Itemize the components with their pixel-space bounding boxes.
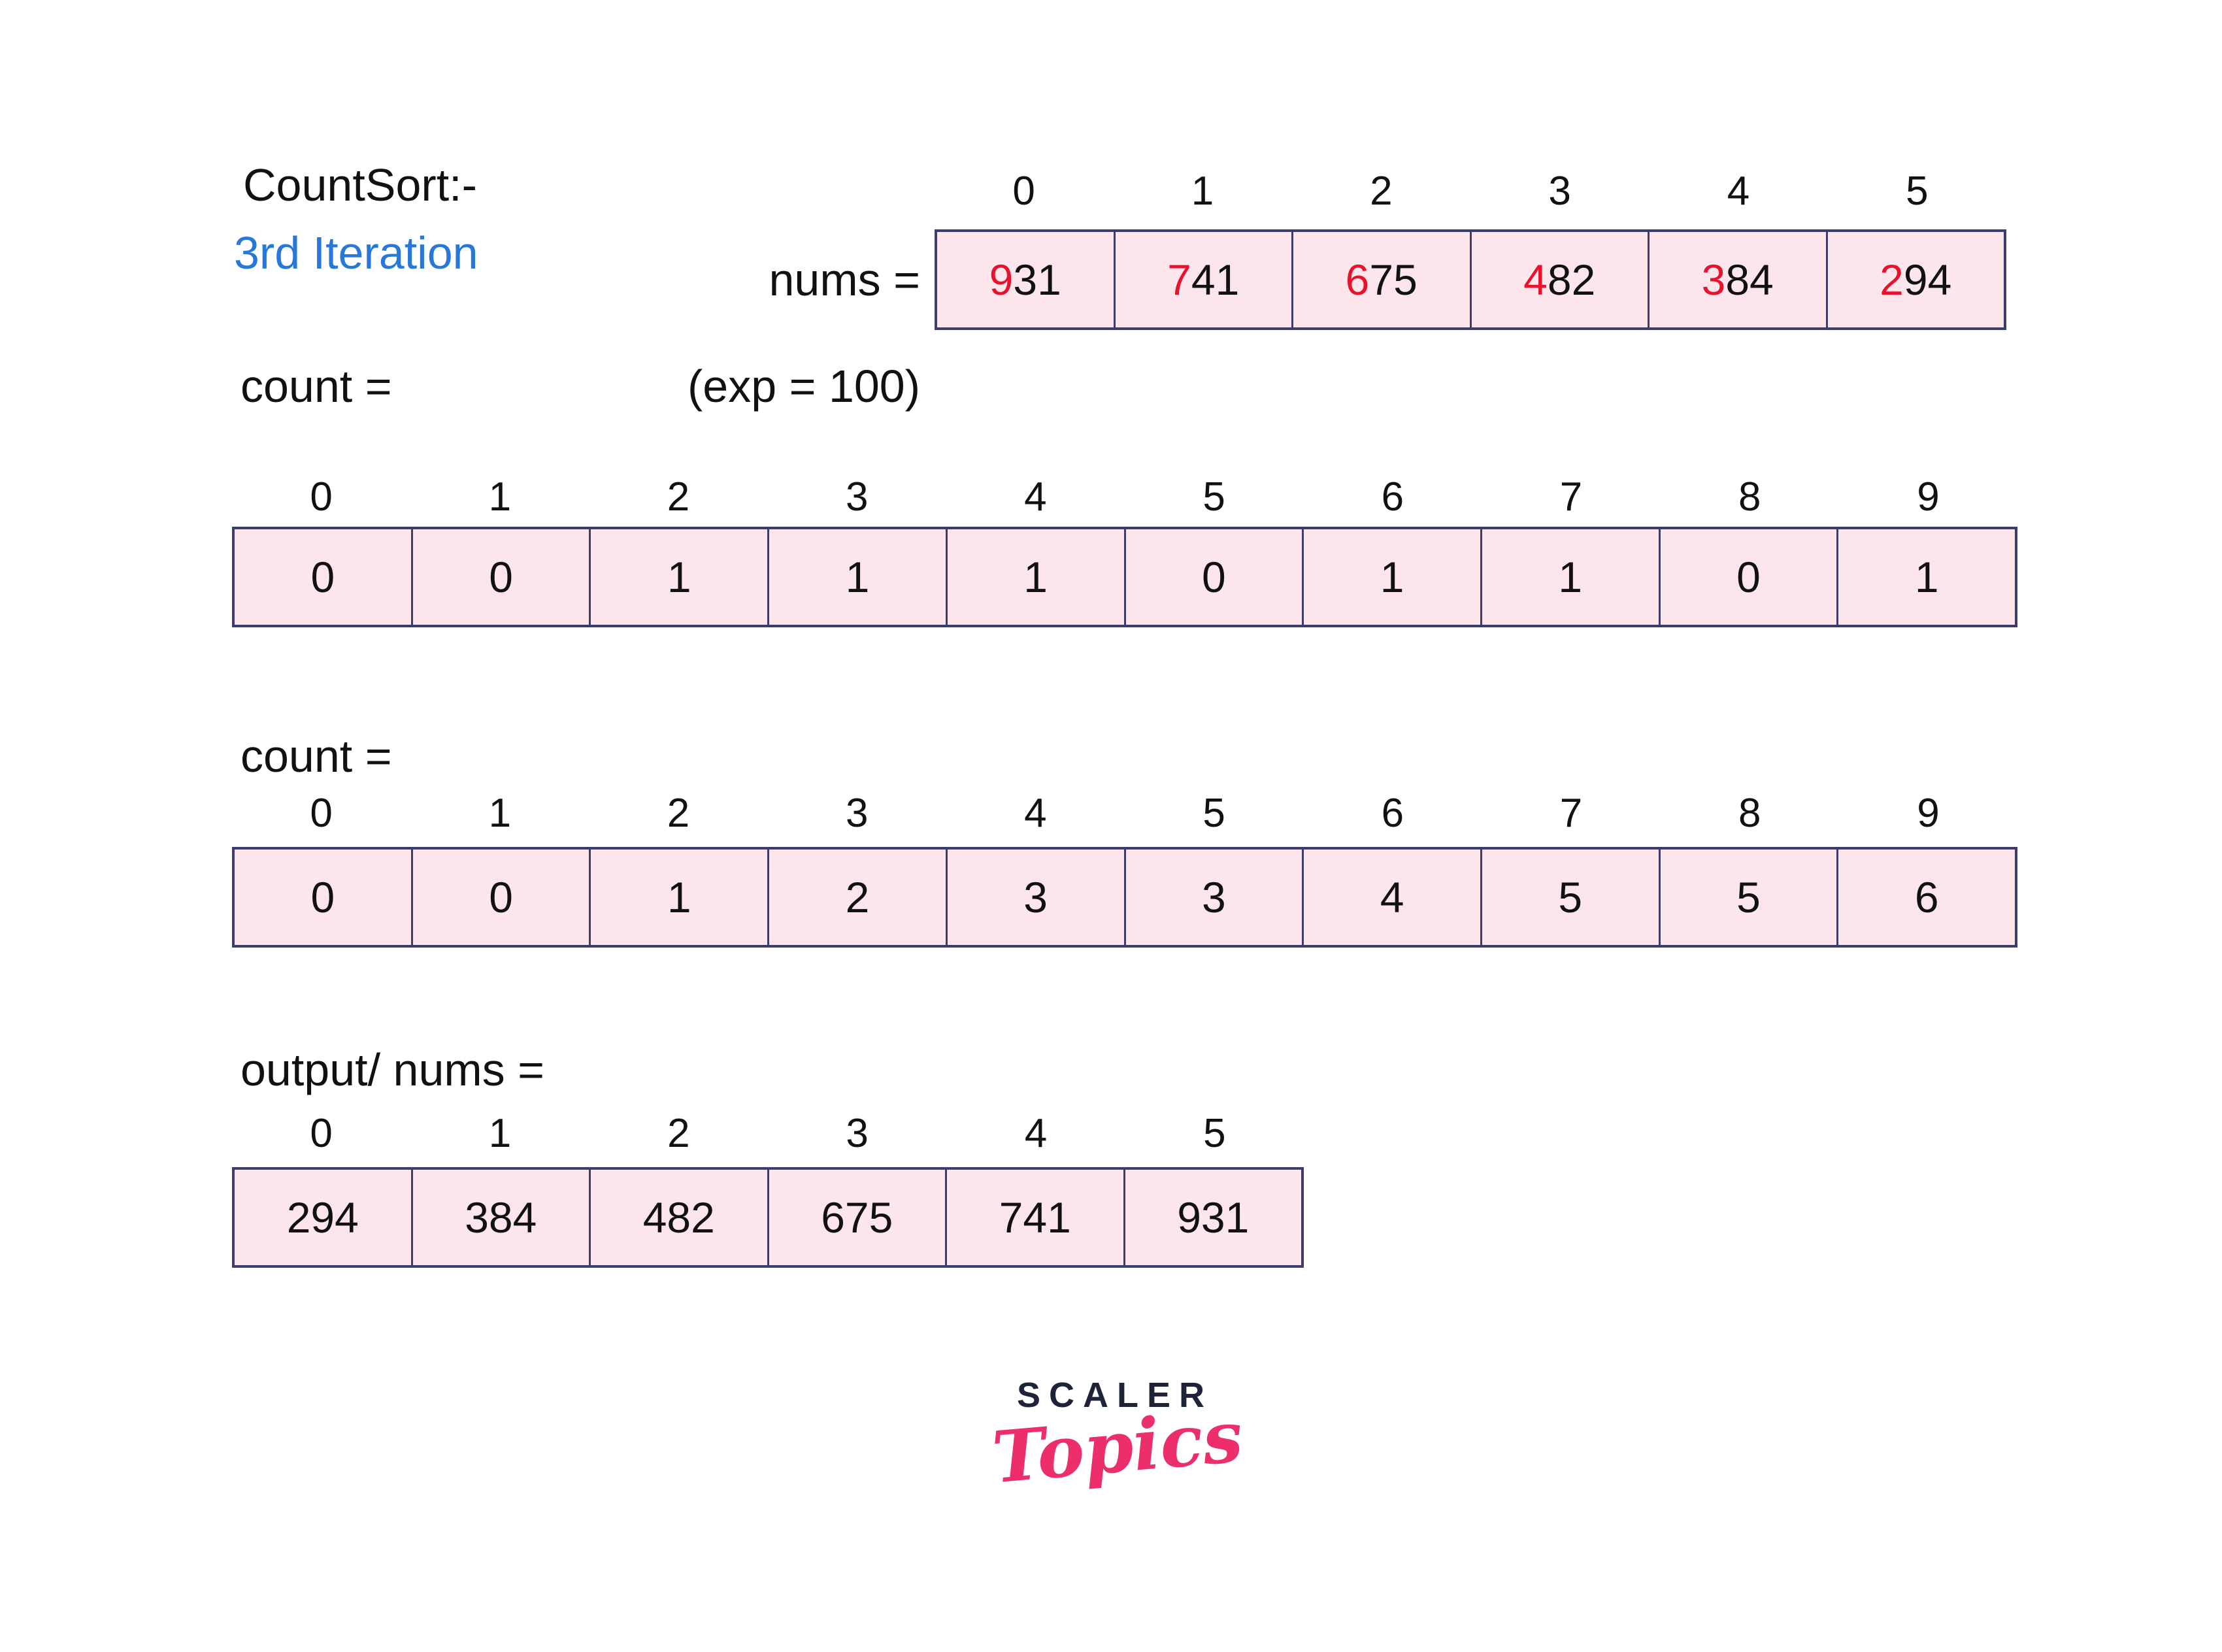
output-index: 5 [1203,1111,1226,1156]
count2-cell: 3 [1123,850,1302,945]
count1-index-row: 0 1 2 3 4 5 6 7 8 9 [232,469,2017,525]
output-cell: 384 [410,1170,589,1265]
count1-array: 0 0 1 1 1 0 1 1 0 1 [232,527,2017,627]
count1-index: 2 [667,474,690,520]
count2-index: 3 [845,791,869,836]
exp-label: (exp = 100) [688,361,921,412]
output-cell: 294 [235,1170,411,1265]
nums-index-row: 0 1 2 3 4 5 [935,163,2006,219]
count2-cell: 2 [767,850,946,945]
output-cell: 675 [767,1170,945,1265]
count1-index: 1 [488,474,512,520]
count1-index: 9 [1917,474,1940,520]
count1-index: 7 [1559,474,1583,520]
count2-index: 4 [1024,791,1047,836]
count2-cell: 0 [410,850,589,945]
count2-cell: 5 [1480,850,1659,945]
count2-index: 1 [488,791,512,836]
count2-index: 5 [1202,791,1225,836]
output-cell: 482 [589,1170,767,1265]
count-label: count = [240,731,392,782]
count2-index: 8 [1738,791,1761,836]
highlighted-hundreds-digit: 6 [1345,256,1370,304]
output-array: 294 384 482 675 741 931 [232,1167,1304,1268]
remaining-digits: 41 [1191,256,1240,304]
count-label: count = [240,361,392,412]
highlighted-hundreds-digit: 3 [1701,256,1726,304]
nums-index: 4 [1727,169,1750,214]
count2-index: 6 [1381,791,1404,836]
output-index: 2 [667,1111,690,1156]
nums-index: 1 [1191,169,1214,214]
count2-cell: 3 [945,850,1124,945]
nums-index: 3 [1548,169,1571,214]
count2-index: 7 [1559,791,1583,836]
output-index-row: 0 1 2 3 4 5 [232,1106,1304,1161]
count2-cell: 5 [1658,850,1837,945]
remaining-digits: 94 [1903,256,1952,304]
remaining-digits: 82 [1547,256,1596,304]
iteration-subtitle: 3rd Iteration [234,227,478,278]
count2-cell: 1 [589,850,768,945]
count1-cell: 1 [1480,529,1659,625]
count1-cell: 0 [410,529,589,625]
count1-cell: 0 [235,529,411,625]
nums-index: 5 [1906,169,1929,214]
output-index: 3 [846,1111,869,1156]
count1-cell: 1 [767,529,946,625]
output-label: output/ nums = [240,1044,545,1095]
highlighted-hundreds-digit: 9 [989,256,1014,304]
page-title: CountSort:- [243,159,477,210]
scaler-logo-wordmark: SCALER [1016,1376,1213,1415]
count2-index: 9 [1917,791,1940,836]
output-index: 0 [310,1111,333,1156]
count2-cell: 6 [1836,850,2015,945]
count2-index: 2 [667,791,690,836]
count2-cell: 4 [1302,850,1480,945]
count1-cell: 0 [1123,529,1302,625]
highlighted-hundreds-digit: 4 [1523,256,1548,304]
output-cell: 741 [945,1170,1123,1265]
output-index: 4 [1024,1111,1048,1156]
count2-index: 0 [310,791,333,836]
count2-array: 0 0 1 2 3 3 4 5 5 6 [232,847,2017,948]
count1-cell: 1 [1836,529,2015,625]
count1-index: 3 [845,474,869,520]
remaining-digits: 31 [1013,256,1061,304]
count1-cell: 1 [589,529,768,625]
highlighted-hundreds-digit: 2 [1880,256,1904,304]
count2-cell: 0 [235,850,411,945]
count1-index: 0 [310,474,333,520]
count1-index: 8 [1738,474,1761,520]
nums-index: 2 [1370,169,1393,214]
output-cell: 931 [1123,1170,1301,1265]
count1-index: 4 [1024,474,1047,520]
remaining-digits: 75 [1369,256,1418,304]
count1-index: 6 [1381,474,1404,520]
remaining-digits: 84 [1725,256,1774,304]
nums-label: nums = [769,254,921,305]
count1-cell: 1 [1302,529,1480,625]
count1-index: 5 [1202,474,1225,520]
highlighted-hundreds-digit: 7 [1167,256,1191,304]
count2-index-row: 0 1 2 3 4 5 6 7 8 9 [232,785,2017,841]
count1-cell: 0 [1658,529,1837,625]
output-index: 1 [488,1111,512,1156]
count1-cell: 1 [945,529,1124,625]
nums-index: 0 [1012,169,1035,214]
